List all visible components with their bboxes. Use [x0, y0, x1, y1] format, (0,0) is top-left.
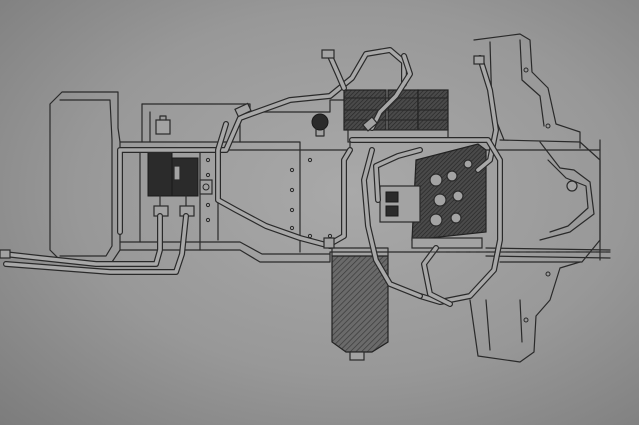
upper-housing: [141, 99, 346, 143]
pipe-icon: [0, 47, 503, 307]
control-block-icon: [379, 143, 487, 249]
chassis-frame-icon: [49, 91, 481, 263]
pump-icon: [147, 151, 213, 217]
reservoir-cap: [311, 113, 329, 131]
tank-icon: [331, 247, 389, 361]
